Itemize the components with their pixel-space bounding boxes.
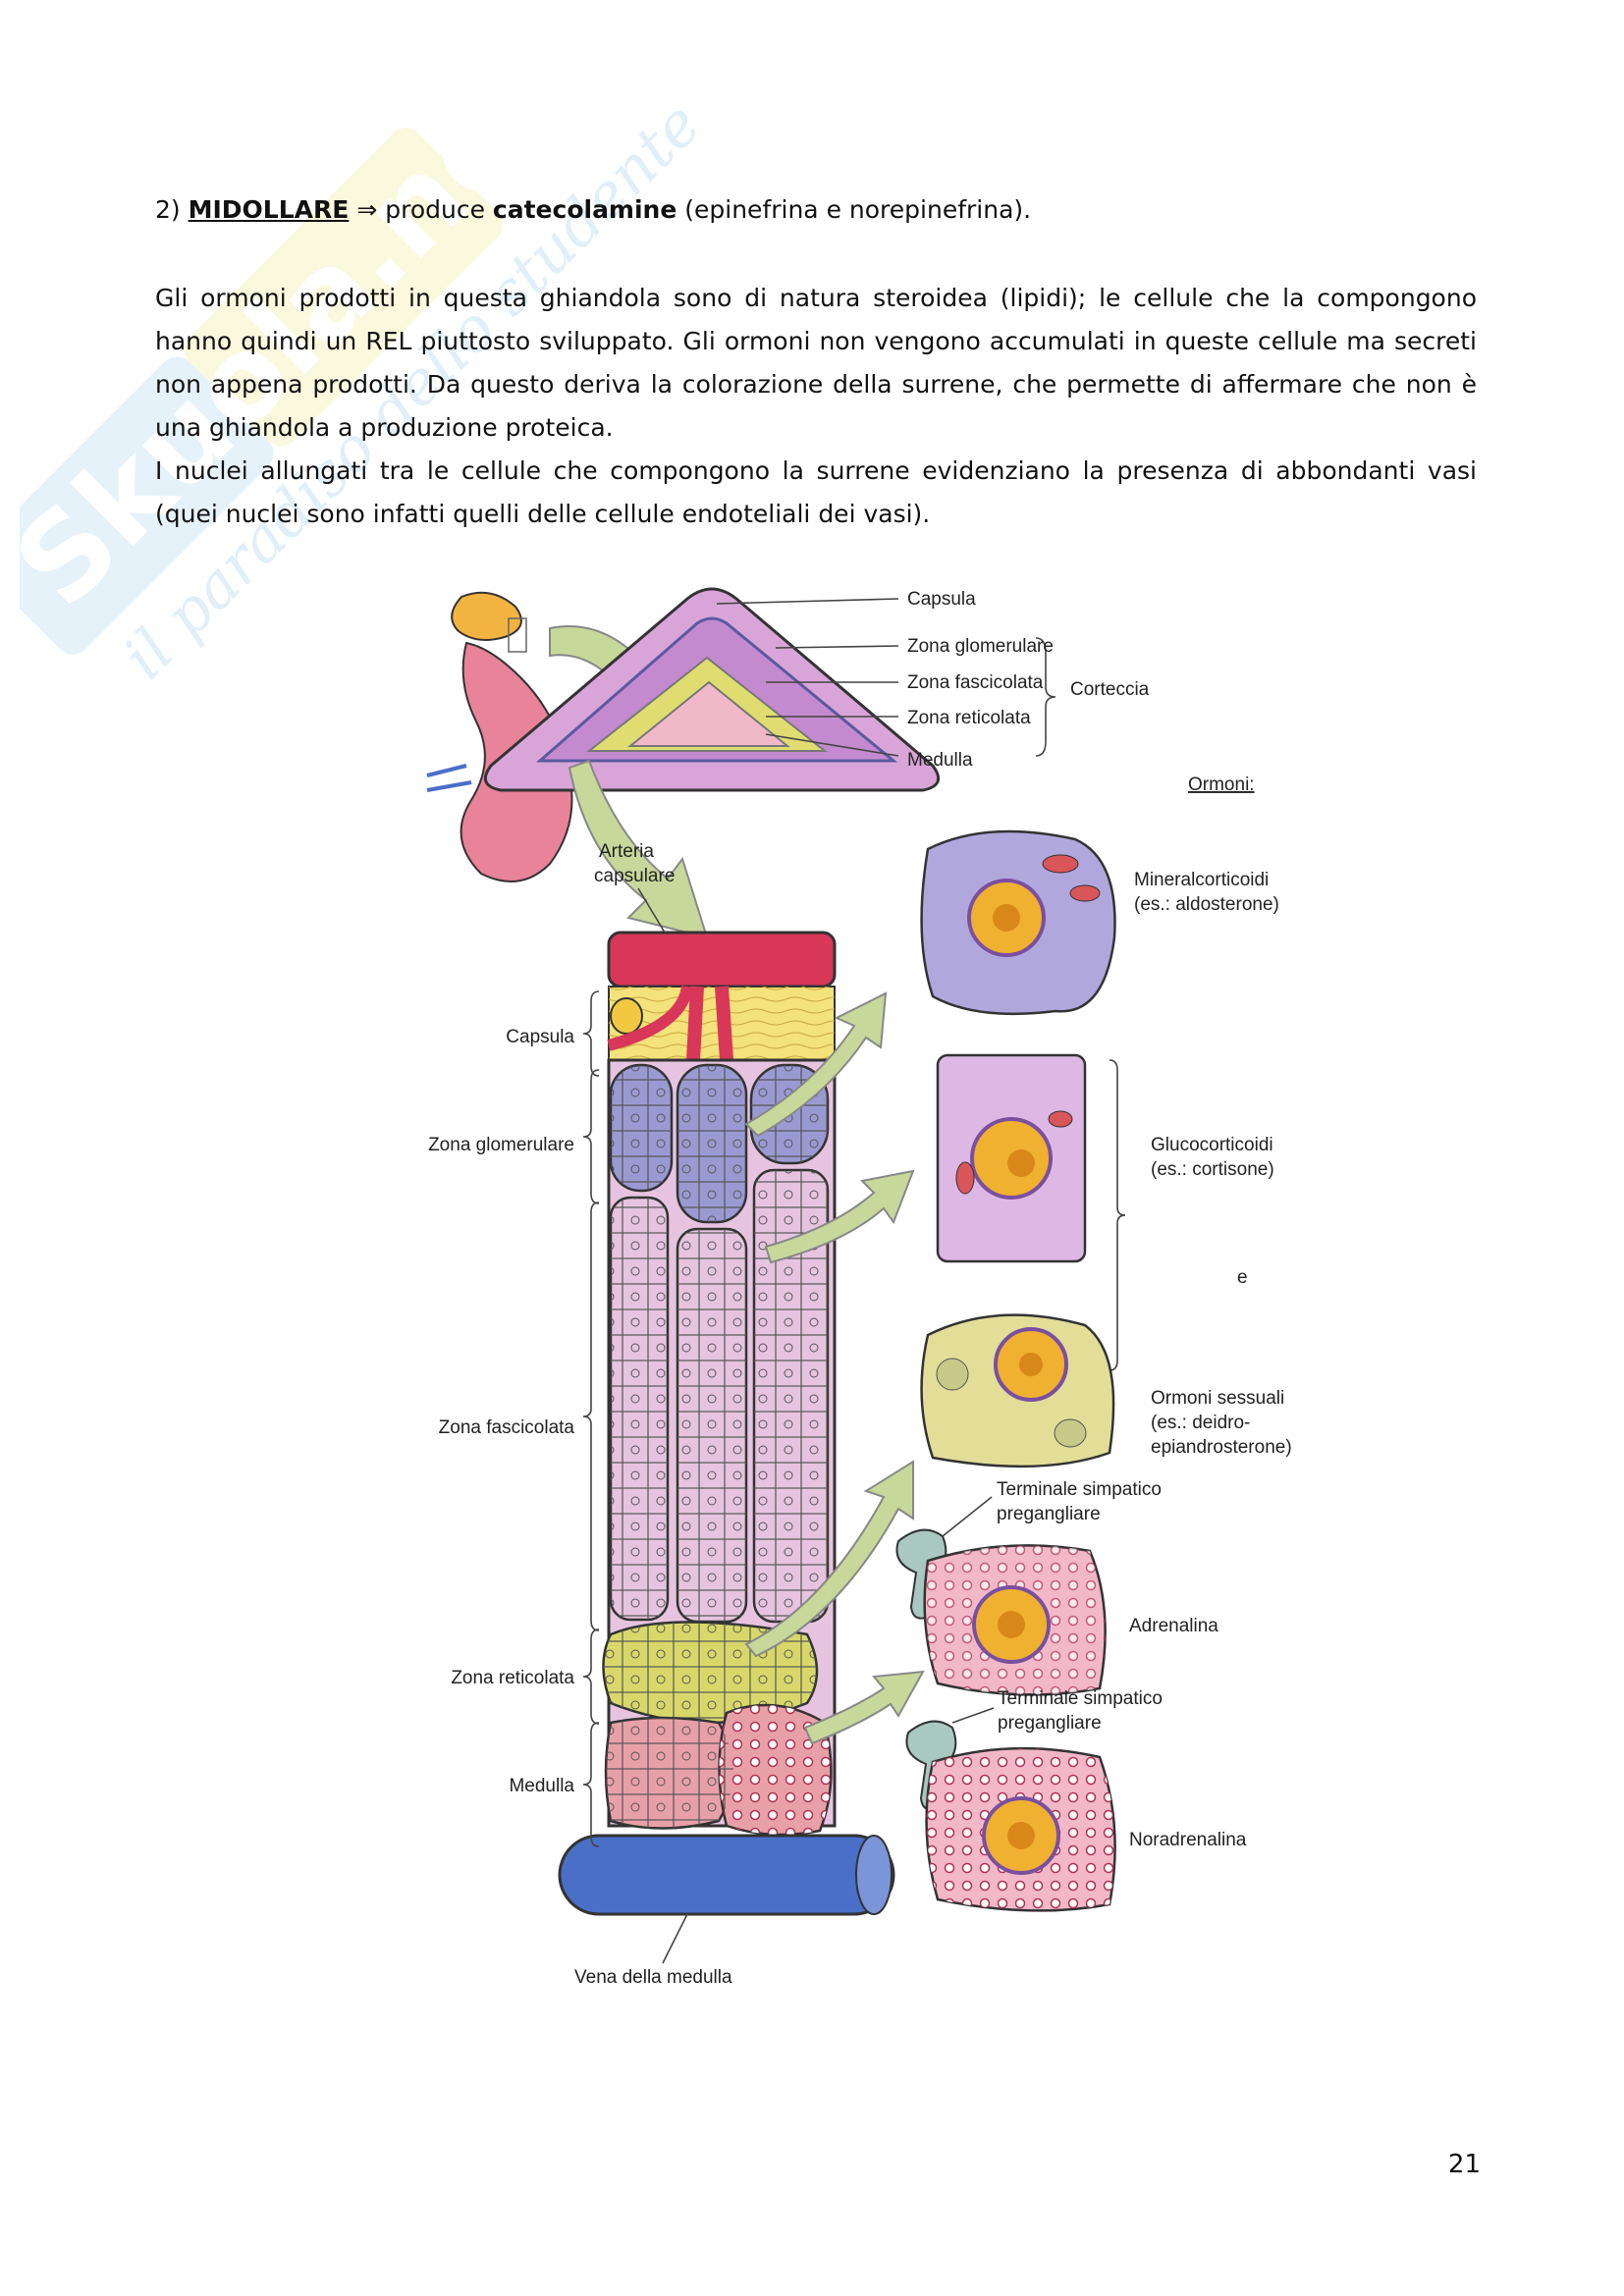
label-corteccia: Corteccia bbox=[1070, 679, 1150, 700]
section-number: 2) bbox=[155, 195, 181, 224]
top-labels: Capsula Zona glomerulare Zona fascicolat… bbox=[907, 589, 1150, 771]
terminale1-line2: pregangliare bbox=[997, 1504, 1101, 1524]
cell-ormoni-sessuali bbox=[920, 1313, 1115, 1468]
label-left-zona-reticolata: Zona reticolata bbox=[451, 1668, 574, 1688]
hormone-gluco-name: Glucocorticoidi bbox=[1151, 1135, 1273, 1155]
hormone-e: e bbox=[1237, 1267, 1248, 1288]
label-left-medulla: Medulla bbox=[509, 1776, 574, 1796]
label-top-zona-fascicolata: Zona fascicolata bbox=[907, 672, 1044, 693]
arrow-section-to-column bbox=[568, 759, 709, 939]
label-top-zona-reticolata: Zona reticolata bbox=[907, 708, 1031, 728]
cell-glucocorticoidi bbox=[936, 1053, 1087, 1263]
cell-adrenalina bbox=[923, 1544, 1107, 1696]
hormone-gluco-example: (es.: cortisone) bbox=[1151, 1159, 1274, 1180]
hormone-noradrenalina: Noradrenalina bbox=[1129, 1830, 1247, 1850]
terminale2-line2: pregangliare bbox=[998, 1713, 1102, 1734]
label-left-capsula: Capsula bbox=[506, 1027, 574, 1047]
terminale1-line1: Terminale simpatico bbox=[997, 1479, 1162, 1500]
implies-arrow: ⇒ bbox=[356, 195, 378, 224]
cell-noradrenalina bbox=[925, 1746, 1116, 1912]
hormone-sessuali-example2: epiandrosterone) bbox=[1151, 1437, 1292, 1458]
hormone-sessuali-example1: (es.: deidro- bbox=[1151, 1413, 1250, 1433]
section-verb: produce bbox=[385, 195, 485, 224]
adrenal-gland-figure: Capsula Zona glomerulare Zona fascicolat… bbox=[393, 569, 1375, 2086]
page-number: 21 bbox=[1447, 2150, 1481, 2179]
left-brackets bbox=[582, 990, 600, 1847]
left-labels: Capsula Zona glomerulare Zona fascicolat… bbox=[428, 1027, 574, 1796]
section-detail: (epinefrina e norepinefrina). bbox=[684, 195, 1032, 224]
terminale2-line1: Terminale simpatico bbox=[998, 1688, 1163, 1709]
label-top-capsula: Capsula bbox=[907, 589, 976, 610]
label-arteria: Arteria bbox=[599, 841, 654, 862]
label-left-zona-glomerulare: Zona glomerulare bbox=[428, 1135, 574, 1155]
label-top-zona-glomerulare: Zona glomerulare bbox=[907, 636, 1054, 657]
adrenal-cross-section bbox=[483, 587, 941, 792]
label-vena: Vena della medulla bbox=[574, 1967, 732, 1988]
section-product: catecolamine bbox=[492, 195, 677, 224]
adrenal-column bbox=[558, 931, 895, 1916]
cell-mineralcorticoidi bbox=[920, 829, 1116, 1016]
label-top-medulla: Medulla bbox=[907, 750, 973, 771]
label-arteria-capsulare: capsulare bbox=[594, 866, 675, 886]
arrows-to-cells bbox=[744, 991, 925, 1745]
hormone-sessuali-name: Ormoni sessuali bbox=[1151, 1388, 1284, 1409]
hormone-mineral-example: (es.: aldosterone) bbox=[1134, 894, 1279, 915]
ormoni-title: Ormoni: bbox=[1188, 774, 1255, 795]
label-left-zona-fascicolata: Zona fascicolata bbox=[439, 1417, 575, 1438]
hormone-adrenalina: Adrenalina bbox=[1129, 1616, 1218, 1636]
top-leader-lines bbox=[716, 598, 1056, 757]
paragraph-2: I nuclei allungati tra le cellule che co… bbox=[155, 456, 1477, 528]
section-heading: 2) MIDOLLARE ⇒ produce catecolamine (epi… bbox=[155, 188, 1477, 232]
paragraph-1: Gli ormoni prodotti in questa ghiandola … bbox=[155, 284, 1477, 442]
hormone-mineral-name: Mineralcorticoidi bbox=[1134, 870, 1269, 890]
section-term: MIDOLLARE bbox=[188, 195, 350, 224]
